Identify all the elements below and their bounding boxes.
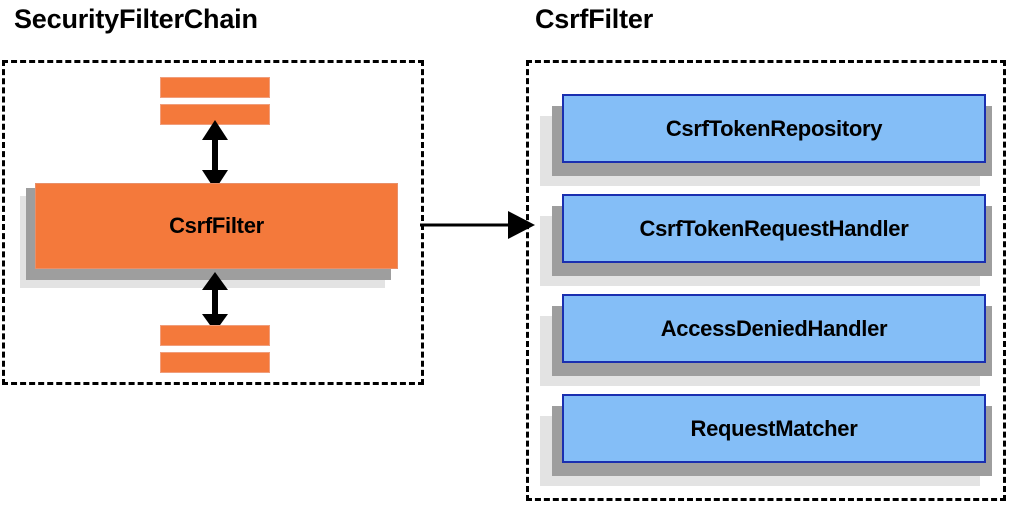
component-box-label: RequestMatcher (690, 415, 858, 441)
filter-bar-bottom-1 (160, 325, 270, 346)
component-box-face: RequestMatcher (562, 394, 986, 463)
component-box-label: AccessDeniedHandler (660, 315, 888, 341)
filter-bar-top-1 (160, 77, 270, 98)
component-box-request-matcher[interactable]: RequestMatcher (540, 394, 1010, 486)
page-title-csrf-filter: CsrfFilter (535, 4, 654, 34)
component-box-csrf-token-request-handler[interactable]: CsrfTokenRequestHandler (540, 194, 1010, 286)
filter-bar-bottom-2 (160, 352, 270, 373)
page-title-security-filter-chain: SecurityFilterChain (14, 4, 258, 34)
csrf-filter-box-label: CsrfFilter (169, 213, 264, 238)
component-box-face: AccessDeniedHandler (562, 294, 986, 363)
double-arrow-top-icon (202, 120, 228, 190)
security-filter-chain-panel (2, 60, 424, 385)
component-box-csrf-token-repository[interactable]: CsrfTokenRepository (540, 94, 1010, 186)
component-box-face: CsrfTokenRequestHandler (562, 194, 986, 263)
double-arrow-bottom-icon (202, 272, 228, 332)
csrf-filter-box[interactable]: CsrfFilter (20, 175, 405, 288)
csrf-filter-panel (526, 60, 1006, 501)
component-box-face: CsrfTokenRepository (562, 94, 986, 163)
component-box-label: CsrfTokenRepository (665, 115, 883, 141)
panel-connector-arrow-icon (420, 211, 535, 239)
component-box-label: CsrfTokenRequestHandler (639, 215, 909, 241)
csrf-filter-box-face: CsrfFilter (35, 183, 398, 269)
component-box-access-denied-handler[interactable]: AccessDeniedHandler (540, 294, 1010, 386)
